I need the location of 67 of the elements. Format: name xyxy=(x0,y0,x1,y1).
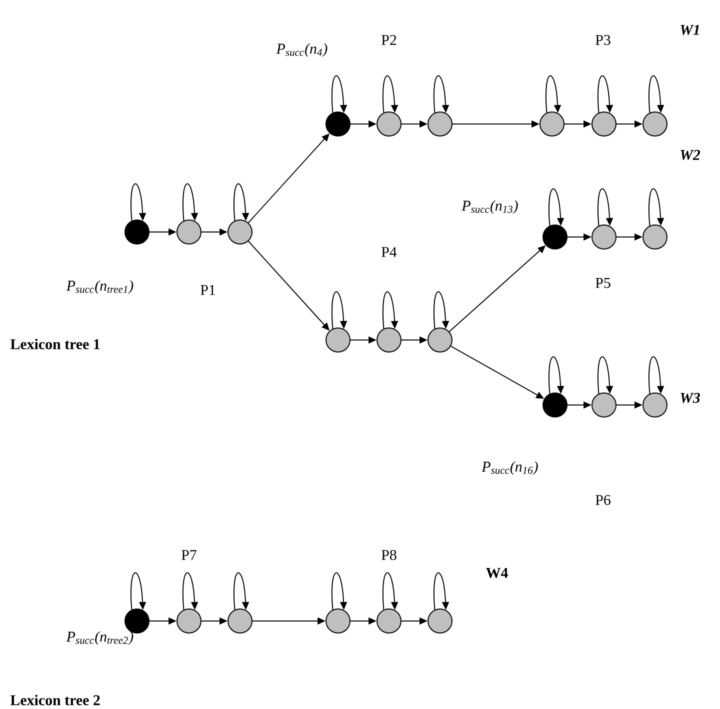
text-label: W4 xyxy=(486,568,508,578)
state-circle xyxy=(228,219,252,244)
self-loop-arrow xyxy=(130,572,146,610)
state-circle xyxy=(542,224,568,250)
text-label: P6 xyxy=(596,494,610,505)
probability-label: P$_{succ}$(n$_{tree2}$) xyxy=(66,631,134,645)
state-circle xyxy=(540,111,564,136)
state-circle xyxy=(592,392,616,418)
text-label: Lexicon tree 2 xyxy=(10,694,100,706)
self-loop-arrow xyxy=(382,572,398,610)
state-circle xyxy=(228,608,252,634)
state-circle xyxy=(428,608,452,634)
state-circle xyxy=(642,111,668,136)
text-label: W2 xyxy=(680,150,700,160)
self-loop-arrow xyxy=(382,75,398,114)
state-circle xyxy=(592,111,616,136)
text-label: W3 xyxy=(680,392,700,404)
self-loop-arrow xyxy=(234,572,250,610)
text-label: Lexicon tree 1 xyxy=(10,338,100,350)
self-loop-arrow xyxy=(598,356,614,394)
text-label: P8 xyxy=(382,550,396,560)
self-loop-arrow xyxy=(434,75,450,114)
probability-label: P$_{succ}$(n$_{16}$) xyxy=(482,461,538,475)
text-label: W1 xyxy=(680,24,699,36)
state-circle xyxy=(124,219,150,244)
self-loop-arrow xyxy=(546,75,562,114)
state-circle xyxy=(176,608,202,634)
self-loop-arrow xyxy=(182,183,198,222)
probability-label: P$_{succ}$(n$_{tree1}$) xyxy=(66,280,134,294)
self-loop-arrow xyxy=(548,356,564,394)
state-circle xyxy=(326,111,350,136)
state-circle xyxy=(642,392,668,418)
state-circle xyxy=(428,111,452,136)
self-loop-arrow xyxy=(434,291,450,330)
text-label: P3 xyxy=(596,34,610,45)
probability-label: P$_{succ}$(n$_{13}$) xyxy=(462,200,518,214)
state-circle xyxy=(176,219,202,244)
self-loop-arrow xyxy=(332,75,348,114)
state-circle xyxy=(376,111,402,136)
state-circle xyxy=(376,327,402,352)
state-circle xyxy=(326,327,350,352)
self-loop-arrow xyxy=(648,356,664,394)
self-loop-arrow xyxy=(332,291,348,330)
state-circle xyxy=(376,608,402,634)
probability-label: P$_{succ}$(n$_{4}$) xyxy=(276,43,328,57)
self-loop-arrow xyxy=(434,572,450,610)
state-circle xyxy=(124,608,150,634)
self-loop-arrow xyxy=(382,291,398,330)
state-circle xyxy=(592,224,616,250)
self-loop-arrow xyxy=(332,572,348,610)
text-label: P7 xyxy=(182,550,196,560)
text-label: P4 xyxy=(382,247,397,257)
self-loop-arrow xyxy=(130,183,146,222)
text-label: P1 xyxy=(200,285,215,295)
self-loop-arrow xyxy=(548,188,564,226)
state-circle xyxy=(326,608,350,634)
self-loop-arrow xyxy=(234,183,250,222)
text-label: P2 xyxy=(382,35,396,45)
self-loop-arrow xyxy=(648,75,664,114)
self-loop-arrow xyxy=(598,188,614,226)
self-loop-arrow xyxy=(598,75,614,114)
state-circle xyxy=(428,327,452,352)
state-circle xyxy=(642,224,668,250)
self-loop-arrow xyxy=(182,572,198,610)
state-circle xyxy=(542,392,568,418)
self-loop-arrow xyxy=(648,188,664,226)
text-label: P5 xyxy=(596,278,610,288)
